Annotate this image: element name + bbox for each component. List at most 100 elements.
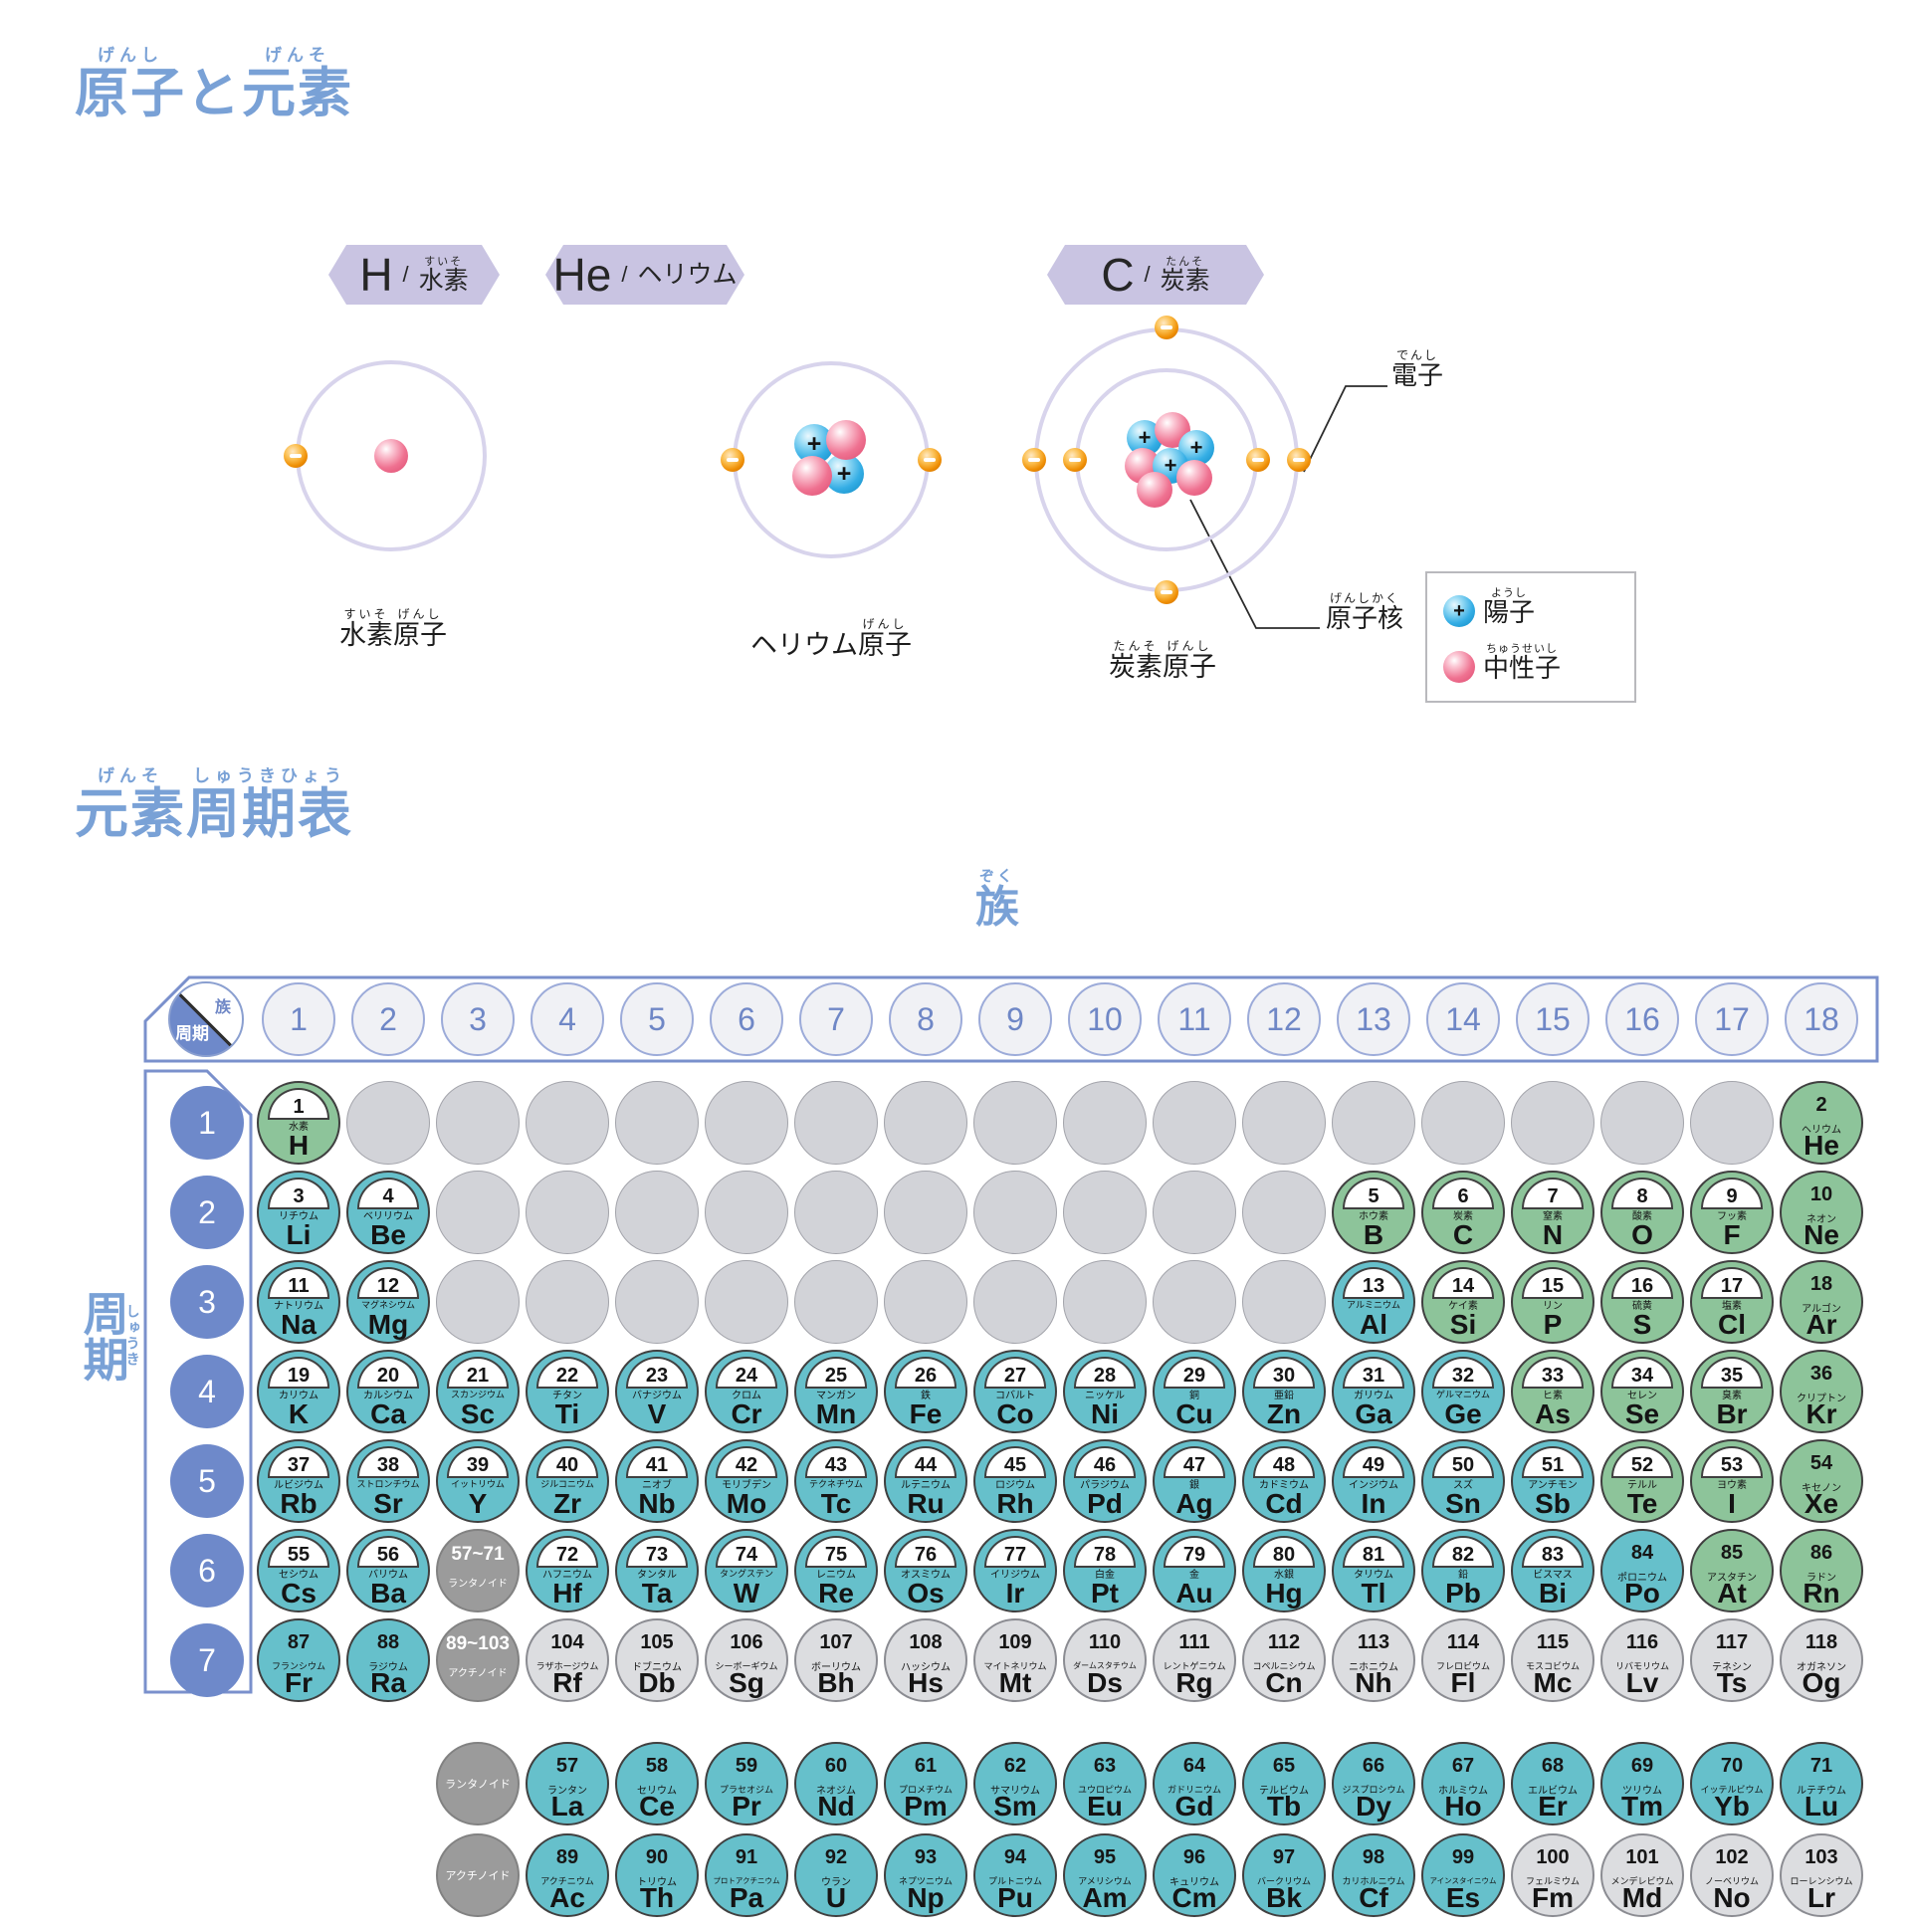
- element-name-ja: フランシウム: [271, 1661, 325, 1671]
- empty-cell: [705, 1081, 788, 1165]
- atomic-number: 16: [1630, 1275, 1654, 1297]
- atomic-number-arc: 82: [1432, 1536, 1494, 1568]
- atomic-number-arc: 77: [984, 1536, 1046, 1568]
- element-symbol: Nd: [817, 1791, 855, 1822]
- element-name-ja: ゲルマニウム: [1435, 1390, 1490, 1399]
- atomic-number: 61: [914, 1755, 938, 1777]
- atomic-number-arc: 26: [895, 1357, 956, 1389]
- element-symbol: Fr: [285, 1667, 313, 1698]
- element-symbol: Pu: [997, 1882, 1033, 1913]
- element-symbol: Cm: [1171, 1882, 1217, 1913]
- group-header-10: 10: [1068, 982, 1142, 1056]
- element-name-ja: プロトアクチニウム: [713, 1876, 780, 1885]
- element-name-ja: マグネシウム: [360, 1300, 415, 1310]
- element-symbol: Mo: [726, 1488, 767, 1519]
- empty-cell: [794, 1171, 878, 1254]
- atomic-number: 66: [1362, 1755, 1385, 1777]
- element-name-ja: アスタチン: [1707, 1573, 1757, 1584]
- period-header-7: 7: [170, 1623, 244, 1697]
- element-name-ja: キュリウム: [1169, 1877, 1219, 1888]
- element-name-ja: アメリシウム: [1078, 1876, 1132, 1886]
- atomic-number: 51: [1541, 1454, 1565, 1476]
- atomic-number-arc: 45: [984, 1446, 1046, 1478]
- element-name-ja: 炭素: [1453, 1211, 1473, 1222]
- element-name-ja: ニホニウム: [1349, 1662, 1398, 1673]
- electron-icon: [1155, 580, 1178, 604]
- element-name-ja: ネプツニウム: [898, 1876, 953, 1886]
- element-name-ja: クロム: [732, 1391, 761, 1401]
- atomic-number-arc: 74: [716, 1536, 777, 1568]
- element-name-ja: テルル: [1627, 1480, 1657, 1491]
- series-row-label: アクチノイド: [436, 1833, 520, 1917]
- atomic-number-arc: 53: [1701, 1446, 1763, 1478]
- element-symbol: Cd: [1265, 1488, 1303, 1519]
- atomic-number: 60: [824, 1755, 848, 1777]
- period-axis-label: 周期しゅうき: [77, 1290, 141, 1382]
- element-name-ja: ハッシウム: [901, 1662, 951, 1673]
- element-name-ja: ラザホージウム: [535, 1661, 599, 1671]
- atomic-number: 116: [1625, 1631, 1659, 1653]
- banner-separator: /: [621, 262, 628, 287]
- minus-sign: [727, 458, 739, 462]
- element-name-ja: インジウム: [1349, 1480, 1398, 1491]
- atomic-number: 106: [730, 1631, 763, 1653]
- period-header-6: 6: [170, 1534, 244, 1608]
- element-symbol: Cr: [731, 1398, 762, 1429]
- element-name-ja: コペルニシウム: [1252, 1661, 1316, 1671]
- period-column-outline: [143, 1069, 253, 1694]
- atomic-number: 86: [1809, 1542, 1833, 1564]
- atomic-number: 49: [1362, 1454, 1385, 1476]
- atomic-number: 74: [735, 1544, 758, 1566]
- element-symbol: Rh: [996, 1488, 1034, 1519]
- page-title: 原子げんしと元素げんそ: [75, 46, 353, 123]
- atomic-number: 112: [1267, 1631, 1301, 1653]
- element-symbol: Lv: [1625, 1667, 1659, 1698]
- element-symbol: Os: [907, 1578, 945, 1609]
- element-symbol: Ti: [554, 1398, 580, 1429]
- atomic-number-arc: 4: [357, 1178, 419, 1209]
- element-symbol: Co: [996, 1398, 1034, 1429]
- atomic-number: 54: [1809, 1452, 1833, 1474]
- banner-separator: /: [402, 262, 409, 287]
- atomic-number: 34: [1630, 1365, 1654, 1387]
- element-symbol: Am: [1082, 1882, 1128, 1913]
- empty-cell: [1242, 1171, 1326, 1254]
- element-name-ja: テネシン: [1712, 1662, 1752, 1673]
- element-name-ja: 銀: [1189, 1480, 1199, 1491]
- atomic-number: 1: [293, 1096, 305, 1118]
- element-name-ja: クリプトン: [1797, 1394, 1846, 1404]
- group-header-7: 7: [799, 982, 873, 1056]
- group-header-8: 8: [889, 982, 962, 1056]
- empty-cell: [1242, 1081, 1326, 1165]
- table-corner-cell: 族 周期: [168, 981, 244, 1057]
- banner-element-name: 水素すいそ: [418, 255, 469, 295]
- element-symbol: Rg: [1175, 1667, 1213, 1698]
- atomic-number-arc: 28: [1074, 1357, 1136, 1389]
- atomic-number: 35: [1720, 1365, 1744, 1387]
- element-symbol: Ca: [370, 1398, 406, 1429]
- empty-cell: [1332, 1081, 1415, 1165]
- atomic-number: 89: [555, 1846, 579, 1868]
- element-name-ja: トリウム: [637, 1877, 677, 1888]
- group-header-outline: [143, 975, 1879, 1063]
- element-symbol: Mc: [1533, 1667, 1573, 1698]
- group-header-13: 13: [1337, 982, 1410, 1056]
- atomic-number: 98: [1362, 1846, 1385, 1868]
- element-symbol: Sc: [460, 1398, 496, 1429]
- atomic-number: 39: [466, 1454, 490, 1476]
- element-name-ja: カドミウム: [1259, 1480, 1309, 1491]
